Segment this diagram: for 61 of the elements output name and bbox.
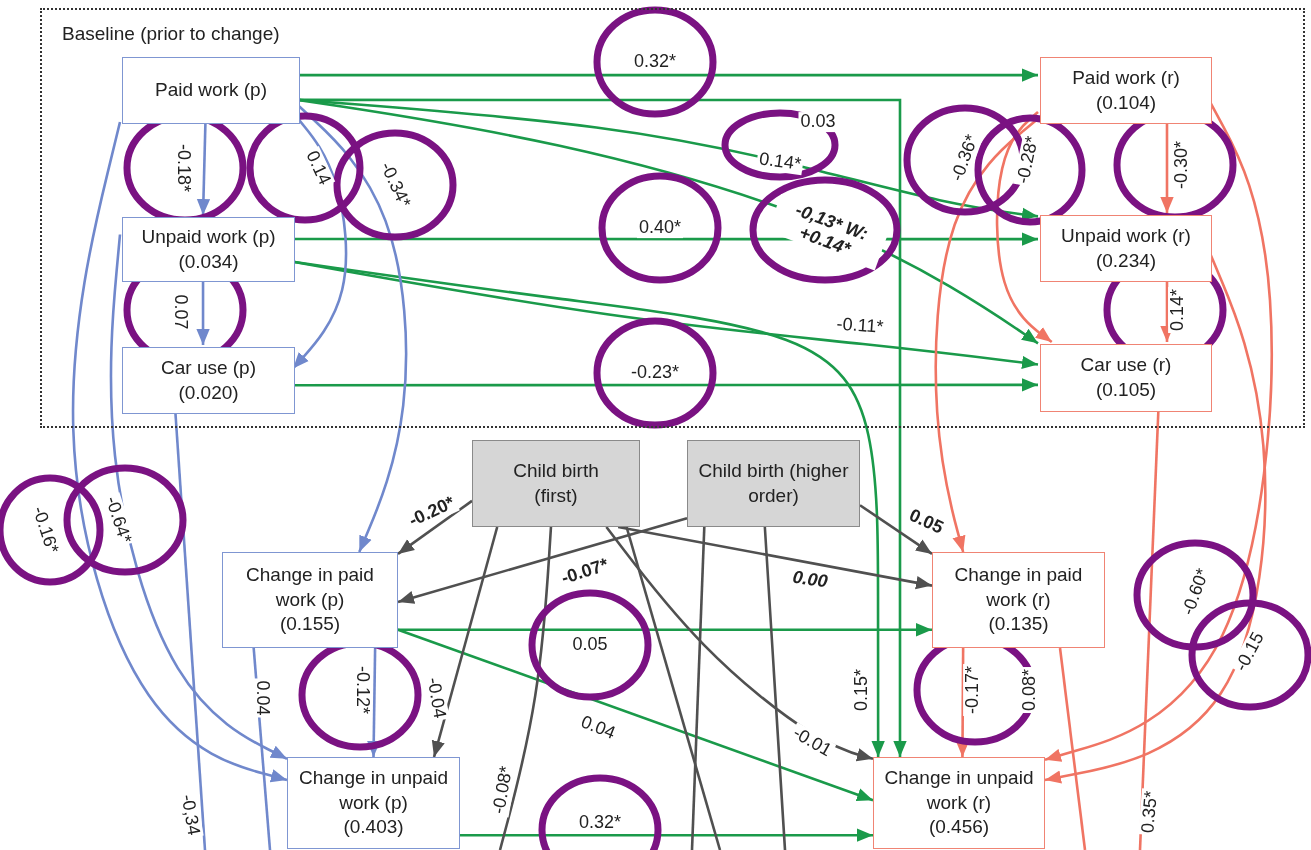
arrow (995, 110, 1053, 344)
r-squared-value: (0.034) (178, 249, 239, 274)
variable-box (222, 552, 398, 648)
variable-name: Car use (r) (1080, 353, 1172, 378)
r-squared-value: (0.020) (178, 380, 239, 405)
arrow (1160, 122, 1174, 213)
r-squared-value: (0.155) (279, 612, 341, 637)
edge-label: 0.14* (755, 149, 805, 175)
arrow (460, 828, 873, 842)
r-squared-value: (0.403) (343, 815, 404, 840)
connector-line (1058, 647, 1087, 850)
variable-box (1040, 215, 1212, 282)
connector-line (763, 526, 787, 850)
variable-name: Paid work (r) (1072, 65, 1180, 90)
variable-name: Change in paid work (r) (953, 562, 1084, 612)
connector-line (690, 526, 706, 850)
variable-name: Change in unpaid work (r) (883, 765, 1035, 815)
arrow (605, 526, 874, 762)
arrow (293, 378, 1038, 392)
variable-name: Change in paid work (p) (245, 562, 375, 612)
arrow (397, 499, 473, 555)
arrow (71, 121, 288, 783)
group-title: Baseline (prior to change) (62, 22, 280, 46)
arrow (397, 517, 688, 604)
edge-label: 0.04 (252, 678, 272, 718)
arrow (398, 623, 932, 637)
variable-name: Change in unpaid work (p) (298, 765, 449, 815)
arrow (109, 234, 288, 760)
variable-name: Unpaid work (r) (1061, 223, 1191, 248)
connector-line (498, 526, 553, 850)
arrow (431, 526, 499, 758)
variable-box (122, 217, 295, 282)
variable-box (1040, 344, 1212, 412)
variable-name: Child birth (higher order) (697, 458, 850, 508)
variable-box (122, 347, 295, 414)
arrow (955, 648, 970, 757)
event-box (472, 440, 640, 527)
arrow (298, 68, 1038, 82)
r-squared-value: (0.456) (928, 815, 990, 840)
variable-box (873, 757, 1045, 849)
arrow (617, 525, 933, 590)
arrow (859, 504, 933, 555)
variable-name: Paid work (p) (155, 78, 267, 103)
edge-label: 0.40* (637, 218, 683, 238)
connector-line (625, 526, 722, 850)
edge-label: 0.08* (1020, 667, 1040, 713)
arrow (397, 628, 874, 802)
variable-name: Unpaid work (p) (141, 224, 276, 249)
variable-box (1040, 57, 1212, 124)
event-box (687, 440, 860, 527)
r-squared-value: (0.234) (1095, 248, 1157, 273)
variable-box (932, 552, 1105, 648)
r-squared-value: (0.104) (1095, 90, 1157, 115)
variable-box (122, 57, 300, 124)
arrow (196, 280, 210, 345)
r-squared-value: (0.105) (1095, 378, 1157, 402)
variable-name: Child birth (first) (512, 458, 600, 508)
variable-box (287, 757, 460, 849)
r-squared-value: (0.135) (988, 612, 1049, 637)
variable-name: Car use (p) (161, 355, 256, 380)
edge-label: 0.03 (798, 112, 838, 132)
